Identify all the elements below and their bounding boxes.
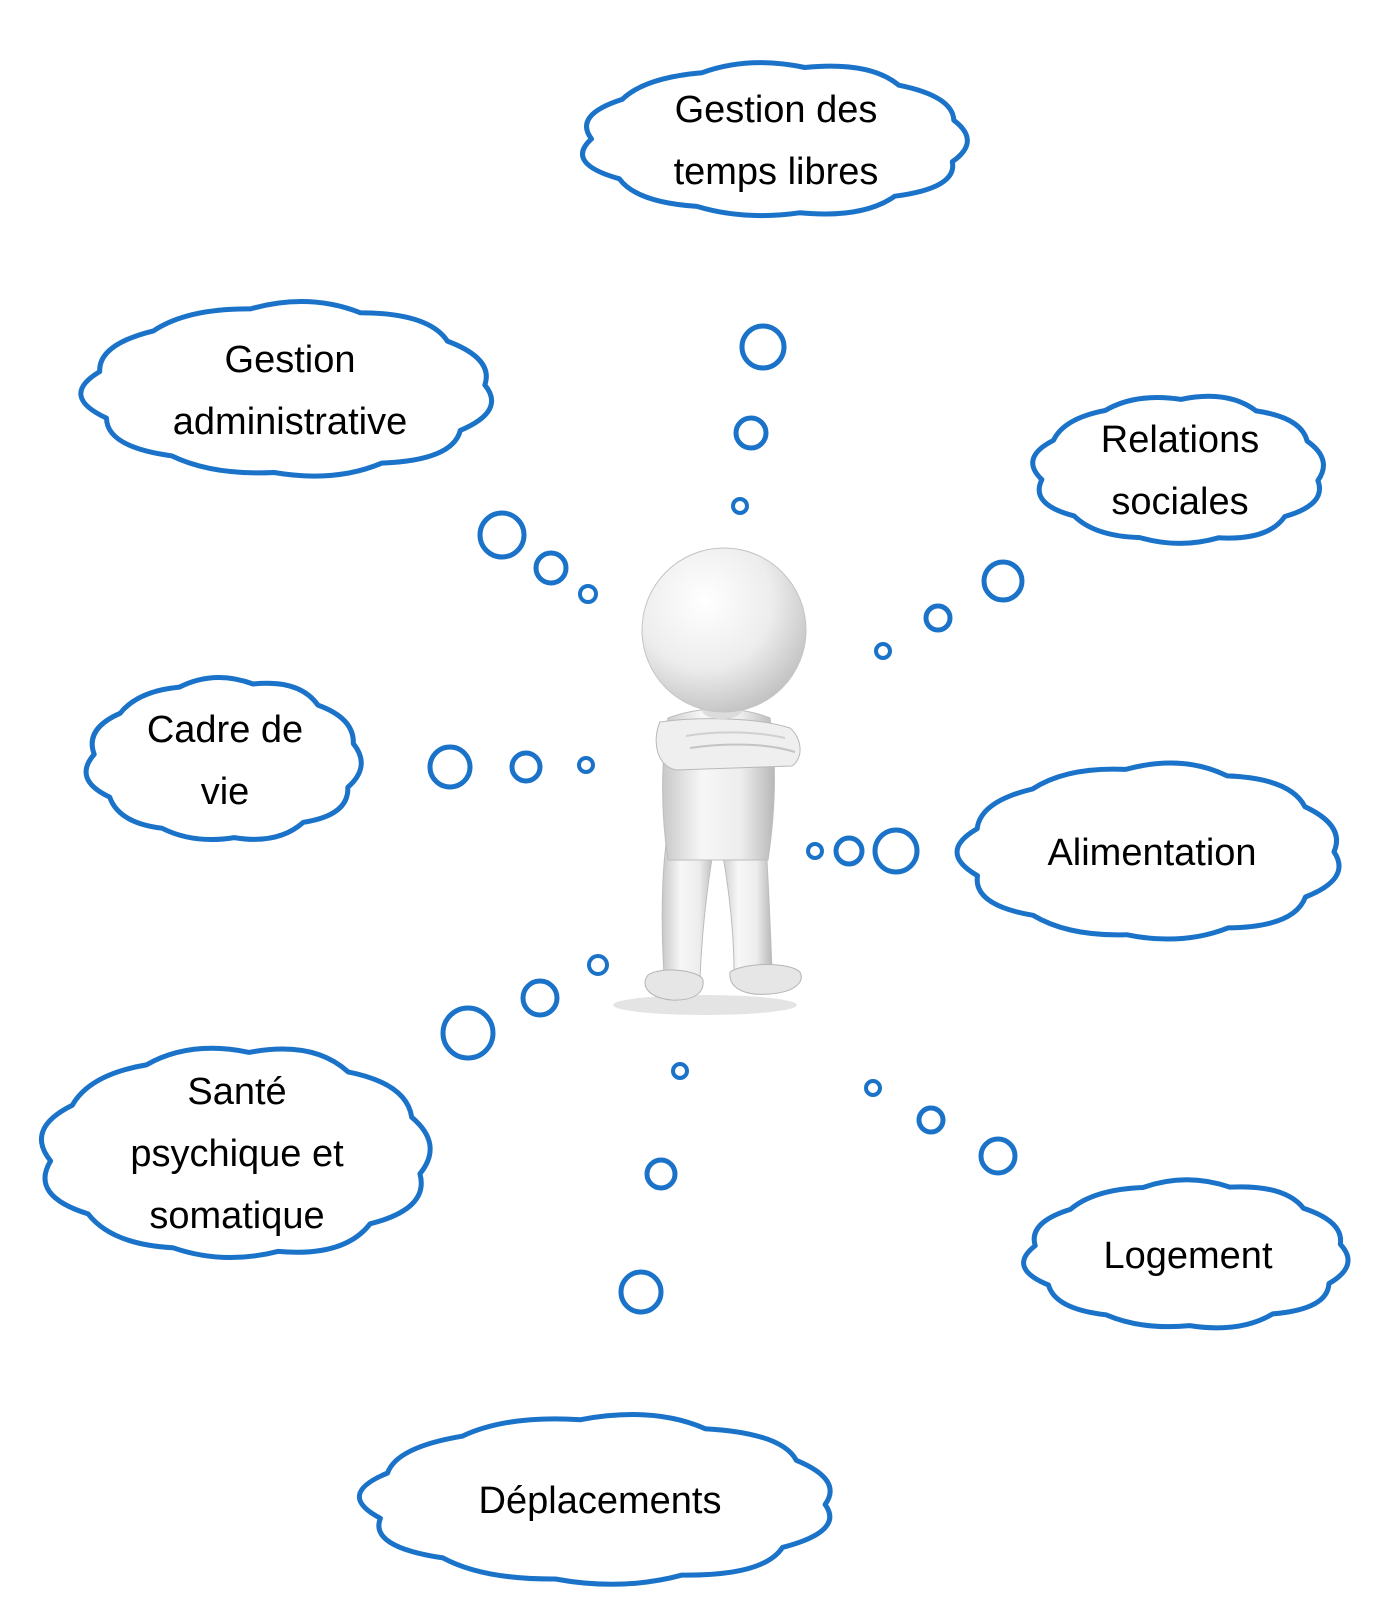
cloud-label-sante-line-1: Santé	[187, 1071, 286, 1113]
thought-bubbles	[427, 323, 1025, 1315]
thought-bubble-dot	[618, 1269, 664, 1315]
thought-bubble-dot	[587, 954, 609, 976]
thought-bubble-dot	[981, 559, 1025, 603]
cloud-shape-relations-sociales	[1030, 393, 1326, 546]
clouds-layer	[39, 60, 1351, 1587]
thought-bubble-dot	[533, 550, 569, 586]
thought-bubble-dot	[874, 642, 892, 660]
cloud-gestion-temps-libres	[580, 60, 970, 219]
cloud-label-cadre-de-vie-line-1: Cadre de	[147, 709, 303, 751]
cloud-label-deplacements-line-1: Déplacements	[479, 1480, 722, 1522]
thought-bubble-dot	[806, 842, 824, 860]
thought-bubble-dot	[731, 497, 749, 515]
thought-bubble-dot	[864, 1079, 882, 1097]
thought-bubble-dot	[509, 750, 543, 784]
cloud-label-sante-line-3: somatique	[149, 1195, 324, 1237]
cloud-shape-sante	[39, 1045, 433, 1261]
cloud-sante	[39, 1045, 433, 1261]
thought-bubble-dot	[578, 584, 598, 604]
thought-bubble-dot	[520, 978, 560, 1018]
cloud-relations-sociales	[1030, 393, 1326, 546]
cloud-alimentation	[954, 760, 1342, 942]
cloud-deplacements	[357, 1412, 833, 1587]
thought-bubble-dot	[916, 1105, 946, 1135]
thought-bubble-dot	[427, 744, 473, 790]
cloud-shape-gestion-temps-libres	[580, 60, 970, 219]
thought-bubble-dot	[872, 827, 920, 875]
cloud-label-gestion-temps-libres-line-1: Gestion des	[675, 89, 878, 131]
cloud-logement	[1021, 1177, 1351, 1331]
cloud-shape-cadre-de-vie	[83, 674, 364, 842]
cloud-shape-deplacements	[357, 1412, 833, 1587]
cloud-shape-logement	[1021, 1177, 1351, 1331]
thought-bubble-dot	[733, 415, 769, 451]
thought-bubble-dot	[833, 835, 865, 867]
cloud-gestion-administrative	[78, 299, 495, 479]
thought-bubble-dot	[923, 603, 953, 633]
cloud-label-relations-sociales-line-1: Relations	[1101, 419, 1259, 461]
cloud-label-sante-line-2: psychique et	[130, 1133, 344, 1175]
cloud-label-relations-sociales-line-2: sociales	[1111, 481, 1248, 523]
cloud-shape-gestion-administrative	[78, 299, 495, 479]
cloud-label-cadre-de-vie-line-2: vie	[201, 771, 250, 813]
cloud-cadre-de-vie	[83, 674, 364, 842]
thought-bubble-dot	[440, 1005, 496, 1061]
cloud-label-gestion-administrative-line-2: administrative	[173, 401, 407, 443]
cloud-label-gestion-administrative-line-1: Gestion	[225, 339, 356, 381]
cloud-label-gestion-temps-libres-line-2: temps libres	[674, 151, 879, 193]
thought-bubble-dot	[978, 1136, 1018, 1176]
thinking-person-icon	[613, 547, 807, 1015]
thought-bubble-dot	[577, 756, 595, 774]
thought-bubble-dot	[644, 1157, 678, 1191]
thought-bubble-dot	[477, 510, 527, 560]
thought-bubble-dot	[739, 323, 787, 371]
thought-bubble-dot	[671, 1062, 689, 1080]
cloud-shape-alimentation	[954, 760, 1342, 942]
cloud-label-alimentation-line-1: Alimentation	[1047, 832, 1256, 874]
cloud-label-logement-line-1: Logement	[1103, 1235, 1272, 1277]
